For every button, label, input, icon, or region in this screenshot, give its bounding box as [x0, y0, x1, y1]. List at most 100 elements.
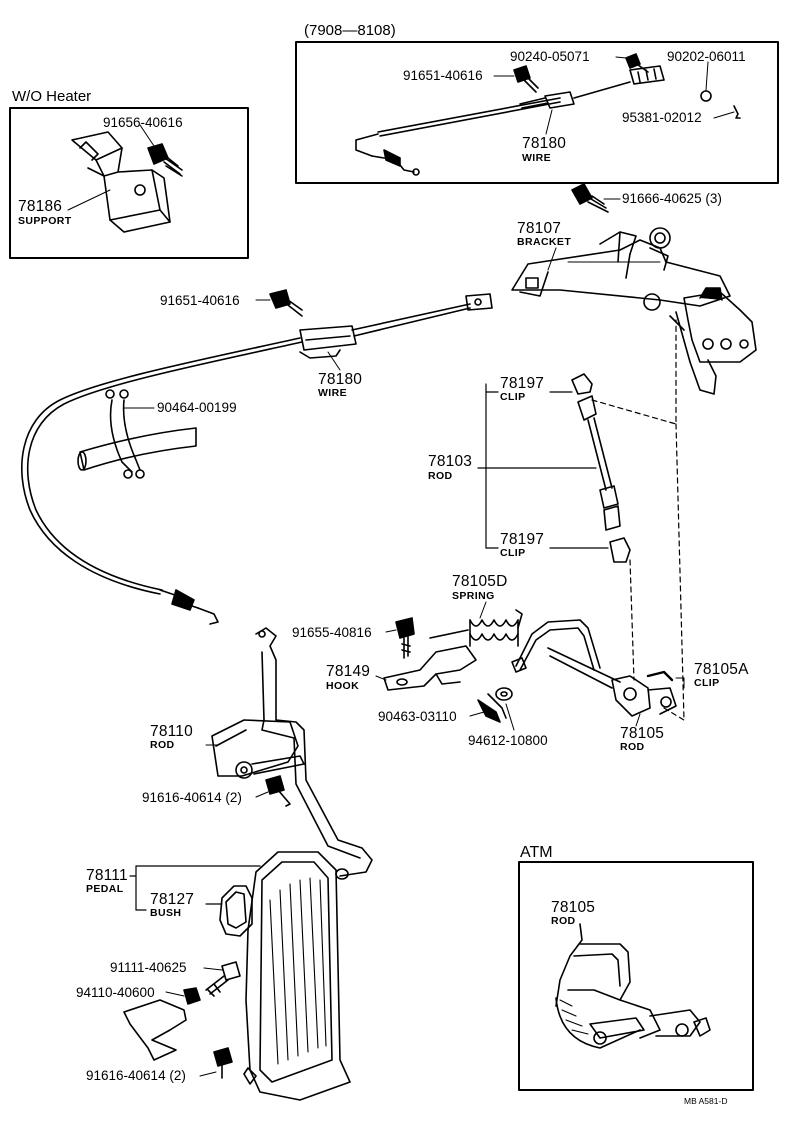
leader: [327, 351, 341, 371]
label-90240-05071: 90240-05071: [510, 49, 590, 64]
label-78180: 78180: [318, 371, 363, 388]
leader: [469, 711, 485, 717]
leader: [199, 1071, 217, 1077]
screw-91656-drawing: [147, 143, 183, 177]
label-78105-atm: 78105: [551, 899, 596, 916]
bracket-lines-78103: [477, 383, 609, 549]
label-94612-10800: 94612-10800: [468, 733, 548, 748]
bolt-91111-drawing: [205, 961, 241, 997]
date-range-header: (7908—8108): [304, 22, 396, 39]
rod-78103-drawing: [571, 373, 631, 563]
label-91111-40625: 91111-40625: [110, 960, 187, 975]
leader: [255, 791, 269, 798]
clip-90463-drawing: [477, 687, 513, 723]
leader: [545, 109, 553, 135]
label-hook: HOOK: [326, 680, 360, 692]
label-78197-b: 78197: [500, 531, 545, 548]
leader: [67, 189, 111, 211]
bolt-91616-a-drawing: [265, 775, 291, 807]
leader: [139, 124, 155, 147]
label-clip-a: CLIP: [500, 391, 526, 403]
label-91656-40616: 91656-40616: [103, 115, 183, 130]
atm-rod-78105-drawing: [555, 923, 711, 1049]
label-91655-40816: 91655-40816: [292, 625, 372, 640]
label-78127: 78127: [150, 891, 195, 908]
atm-box: [518, 861, 754, 1091]
label-91616-40614-a: 91616-40614 (2): [142, 790, 242, 805]
label-78105A: 78105A: [694, 661, 749, 678]
leader: [479, 601, 487, 619]
label-rod-78103: ROD: [428, 470, 453, 482]
hook-78149-drawing: [383, 645, 477, 691]
rod-78110-drawing: [211, 627, 373, 880]
label-91651-40616-top: 91651-40616: [403, 68, 483, 83]
bolt-91666-drawing: [571, 183, 609, 213]
bracket-78107-drawing: [511, 227, 757, 395]
leader: [615, 56, 627, 59]
label-78186: 78186: [18, 198, 63, 215]
wo-heater-box: [9, 107, 249, 259]
screw-90240-drawing: [625, 53, 649, 73]
label-78197-a: 78197: [500, 375, 545, 392]
label-rod-atm: ROD: [551, 915, 576, 927]
date-range-box: [295, 41, 779, 184]
bolt-91616-b-drawing: [213, 1047, 233, 1079]
leader: [203, 967, 223, 971]
label-90202-06011: 90202-06011: [667, 49, 746, 64]
label-pedal: PEDAL: [86, 883, 124, 895]
label-78149: 78149: [326, 663, 371, 680]
label-bush: BUSH: [150, 907, 182, 919]
label-78180-top: 78180: [522, 135, 567, 152]
spring-78105D-drawing: [429, 609, 523, 647]
bolt-91655-drawing: [395, 617, 415, 659]
label-wire-top: WIRE: [522, 152, 552, 164]
label-94110-40600: 94110-40600: [76, 985, 155, 1000]
label-wire: WIRE: [318, 387, 348, 399]
leader: [375, 675, 387, 681]
label-clip-c: CLIP: [694, 677, 720, 689]
washer-90202: [700, 90, 712, 102]
nut-94110-drawing: [183, 987, 201, 1005]
leader: [705, 61, 709, 91]
bracket-plate-drawing: [123, 999, 187, 1061]
label-78103: 78103: [428, 453, 473, 470]
rod-78105-drawing: [511, 619, 677, 717]
clamp-90464-drawing: [77, 389, 197, 479]
leader: [713, 111, 735, 119]
leader: [547, 247, 557, 271]
label-91616-40614-b: 91616-40614 (2): [86, 1068, 186, 1083]
pedal-78111-drawing: [219, 851, 351, 1101]
label-78105: 78105: [620, 725, 665, 742]
label-rod-78105: ROD: [620, 741, 645, 753]
wire-78180-top-drawing: [355, 65, 665, 176]
label-78110: 78110: [150, 723, 193, 740]
label-90464-00199: 90464-00199: [157, 400, 237, 415]
screw-91651-top-drawing: [513, 65, 539, 93]
label-95381-02012: 95381-02012: [622, 110, 702, 125]
label-support: SUPPORT: [18, 215, 72, 227]
label-spring: SPRING: [452, 590, 495, 602]
leader: [635, 713, 641, 727]
atm-header: ATM: [520, 844, 553, 861]
label-78107: 78107: [517, 220, 562, 237]
leader: [165, 991, 185, 997]
label-78105D: 78105D: [452, 573, 508, 590]
footer-code: MB A581-D: [684, 1096, 728, 1106]
label-91666-40625: 91666-40625 (3): [622, 191, 722, 206]
pin-95381: [733, 105, 741, 119]
label-78111: 78111: [86, 867, 128, 884]
label-90463-03110: 90463-03110: [378, 709, 457, 724]
wo-heater-header: W/O Heater: [12, 88, 92, 105]
label-bracket: BRACKET: [517, 236, 572, 248]
leader: [385, 629, 397, 633]
wire-78180-drawing: [20, 293, 493, 625]
bracket-lines-78111: [129, 865, 261, 911]
leader: [505, 703, 515, 731]
label-91651-40616: 91651-40616: [160, 293, 240, 308]
label-rod-78110: ROD: [150, 739, 175, 751]
support-78186-drawing: [71, 131, 171, 233]
label-clip-b: CLIP: [500, 547, 526, 559]
screw-91651-drawing: [269, 289, 303, 317]
